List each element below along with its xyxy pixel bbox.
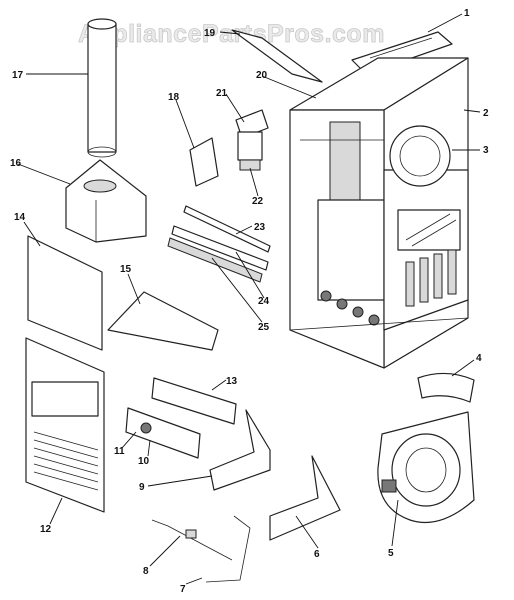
callout-4: 4	[476, 353, 482, 364]
callout-2: 2	[483, 108, 489, 119]
callout-15: 15	[120, 264, 132, 275]
rods	[151, 515, 251, 583]
angle-brace-6	[269, 455, 341, 541]
callout-25: 25	[258, 322, 270, 333]
callout-16: 16	[10, 158, 22, 169]
angle-brace-9	[209, 409, 271, 491]
callout-8: 8	[143, 566, 149, 577]
callout-3: 3	[483, 145, 489, 156]
callout-13: 13	[226, 376, 238, 387]
curved-plate	[417, 372, 475, 403]
vent-pipe	[87, 18, 117, 158]
callout-6: 6	[314, 549, 320, 560]
callout-12: 12	[40, 524, 52, 535]
mounting-bracket-18	[189, 137, 219, 187]
furnace-cabinet	[289, 57, 469, 369]
callout-10: 10	[138, 456, 150, 467]
callout-9: 9	[139, 482, 145, 493]
callout-23: 23	[254, 222, 266, 233]
control-box	[235, 109, 269, 171]
callout-7: 7	[180, 584, 186, 595]
callout-17: 17	[12, 70, 24, 81]
callout-24: 24	[258, 296, 270, 307]
leader-lines	[17, 13, 481, 585]
callouts: 1 2 3 4 5 6 7 8 9 10 11 12 13 14 15 16 1…	[10, 8, 489, 595]
callout-22: 22	[252, 196, 264, 207]
callout-11: 11	[114, 446, 125, 457]
lower-door	[25, 337, 105, 513]
vent-hood	[65, 159, 147, 243]
filter-shelf	[107, 291, 219, 351]
callout-5: 5	[388, 548, 394, 559]
callout-19: 19	[204, 28, 216, 39]
callout-18: 18	[168, 92, 180, 103]
main-blower	[377, 411, 475, 524]
callout-14: 14	[14, 212, 26, 223]
burner-rails	[167, 205, 271, 283]
switch-plate	[125, 407, 201, 459]
watermark: AppliancePartsPros.com	[78, 20, 385, 48]
callout-20: 20	[256, 70, 268, 81]
callout-21: 21	[216, 88, 228, 99]
inducer-blower	[389, 125, 451, 187]
bracket-13	[151, 377, 237, 425]
access-panel	[27, 235, 103, 351]
callout-1: 1	[464, 8, 470, 19]
